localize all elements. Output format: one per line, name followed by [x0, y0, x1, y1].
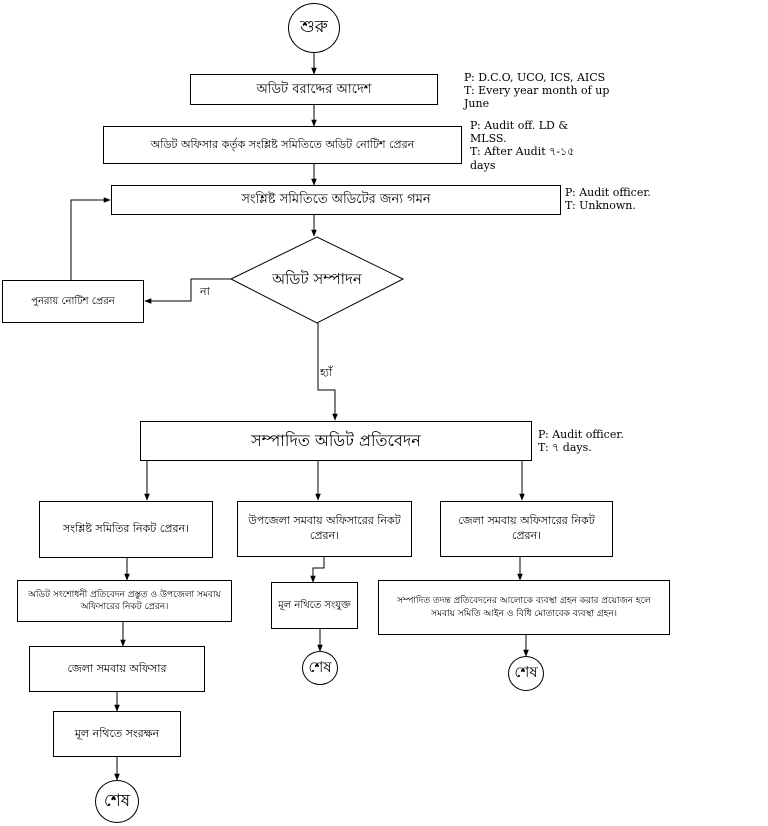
send-society-box: সংশ্লিষ্ট সমিতির নিকট প্রেরন।: [39, 501, 213, 558]
edge-renotice-to-visit: [70, 197, 111, 280]
preserve-file-box: মূল নথিতে সংরক্ষন: [53, 711, 181, 757]
start-node: শুরু: [288, 3, 340, 53]
take-action-box: সম্পাদিত তদন্ত প্রতিবেদনের আলোকে ব্যবস্থ…: [378, 580, 670, 635]
note-audit-notice: P: Audit off. LD & MLSS. T: After Audit …: [470, 119, 575, 172]
edge-upazila-to-attach: [310, 557, 325, 583]
edge-label-no: না: [200, 285, 210, 298]
edge-audit-no-to-renotice: [144, 278, 231, 304]
audit-report-box: সম্পাদিত অডিট প্রতিবেদন: [140, 421, 532, 461]
send-district-box: জেলা সমবায় অফিসারের নিকট প্রেরন।: [440, 501, 613, 557]
audit-notice-box: অডিট অফিসার কর্তৃক সংশ্লিষ্ট সমিতিতে অডি…: [103, 126, 462, 164]
end-node-left: শেষ: [95, 780, 139, 823]
end-node-middle: শেষ: [302, 651, 338, 685]
district-officer-box: জেলা সমবায় অফিসার: [29, 646, 205, 692]
end-node-right: শেষ: [508, 656, 544, 691]
attach-file-box: মূল নথিতে সংযুক্ত: [271, 582, 358, 629]
edge-label-yes: হ্যাঁ: [320, 366, 333, 379]
note-audit-visit: P: Audit officer. T: Unknown.: [565, 186, 651, 213]
note-audit-report: P: Audit officer. T: ৭ days.: [538, 428, 624, 455]
send-upazila-box: উপজেলা সমবায় অফিসারের নিকট প্রেরন।: [237, 501, 412, 557]
decision-audit-done-label: অডিট সম্পাদন: [272, 270, 362, 288]
audit-order-box: অডিট বরাদ্দের আদেশ: [190, 74, 438, 105]
renotice-box: পুনরায় নোটিশ প্রেরন: [2, 280, 144, 323]
audit-visit-box: সংশ্লিষ্ট সমিতিতে অডিটের জন্য গমন: [111, 185, 561, 215]
note-audit-order: P: D.C.O, UCO, ICS, AICS T: Every year m…: [464, 71, 610, 111]
decision-diamond-audit-done: [229, 236, 405, 324]
edge-audit-yes-to-report: [317, 323, 338, 421]
correction-report-box: অডিট সংশোধনী প্রতিবেদন প্রস্তুত ও উপজেলা…: [17, 580, 232, 622]
